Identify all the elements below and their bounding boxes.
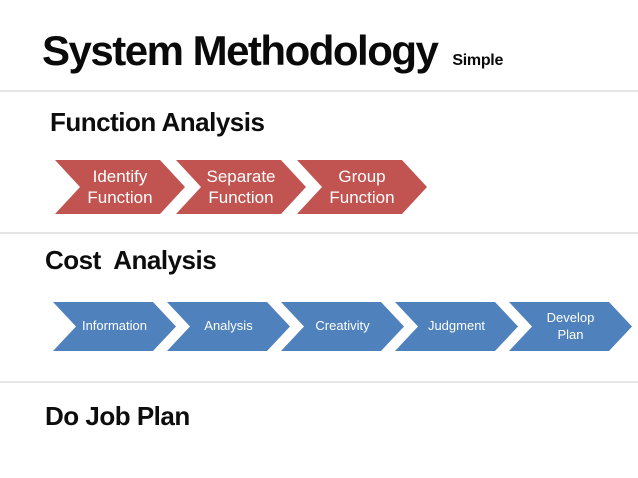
- chevron-step-label: Creativity: [315, 318, 370, 334]
- divider: [0, 90, 638, 92]
- chevron-step-group-function: Group Function: [297, 160, 427, 214]
- chevron-step-label: Information: [81, 318, 148, 334]
- chevron-step-judgment: Judgment: [395, 302, 518, 351]
- chevron-step-label: Separate Function: [206, 166, 276, 207]
- title-row: System Methodology Simple: [42, 30, 503, 72]
- slide-title: System Methodology: [42, 27, 439, 74]
- function-analysis-process: Identify Function Separate Function Grou…: [55, 160, 427, 214]
- chevron-step-label: Identify Function: [87, 166, 153, 207]
- divider: [0, 381, 638, 383]
- cost-analysis-process: Information Analysis Creativity Judgment…: [53, 302, 632, 351]
- chevron-step-label: Judgment: [427, 318, 486, 334]
- divider: [0, 232, 638, 234]
- chevron-step-label: Group Function: [329, 166, 395, 207]
- chevron-step-separate-function: Separate Function: [176, 160, 306, 214]
- chevron-step-develop-plan: Develop Plan: [509, 302, 632, 351]
- chevron-step-analysis: Analysis: [167, 302, 290, 351]
- section-heading-cost-analysis: Cost Analysis: [45, 245, 217, 275]
- chevron-step-identify-function: Identify Function: [55, 160, 185, 214]
- chevron-step-label: Analysis: [204, 318, 253, 334]
- slide-subtitle: Simple: [452, 52, 504, 69]
- chevron-step-information: Information: [53, 302, 176, 351]
- chevron-step-creativity: Creativity: [281, 302, 404, 351]
- section-heading-function-analysis: Function Analysis: [50, 107, 265, 137]
- section-heading-do-job-plan: Do Job Plan: [45, 401, 190, 431]
- chevron-step-label: Develop Plan: [546, 309, 595, 342]
